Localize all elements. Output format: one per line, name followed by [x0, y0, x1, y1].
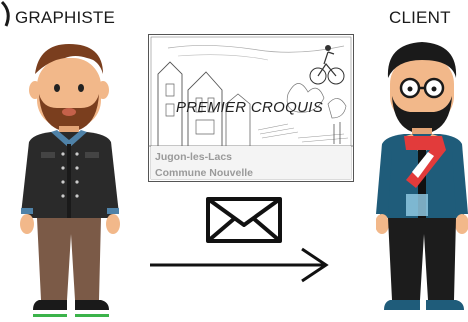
client-character: [376, 38, 468, 320]
arrow-right-icon: [148, 245, 330, 285]
graphiste-character: [15, 38, 125, 320]
envelope-icon: [205, 196, 283, 244]
sketch-title: PREMIER CROQUIS: [176, 99, 326, 116]
graphiste-label: GRAPHISTE: [15, 8, 115, 28]
client-label: CLIENT: [389, 8, 451, 28]
sketch-subtitle-line2: Commune Nouvelle: [155, 167, 253, 179]
sketch-subtitle-line1: Jugon-les-Lacs: [155, 151, 232, 163]
